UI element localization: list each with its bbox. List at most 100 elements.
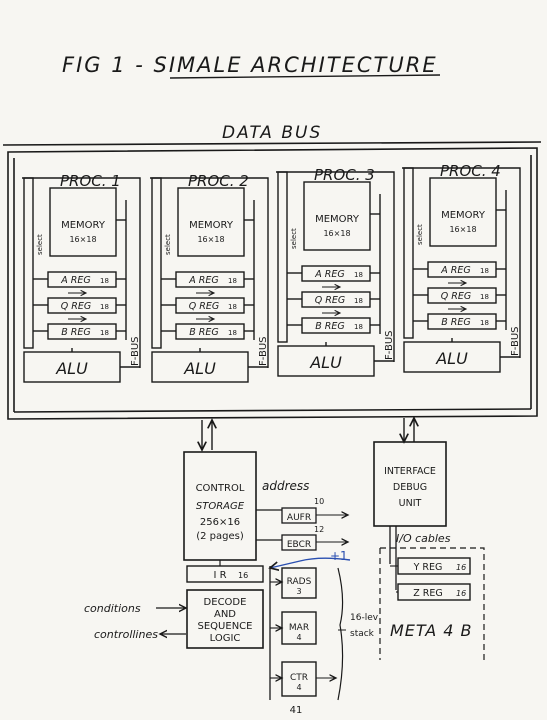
memory-box bbox=[429, 177, 497, 247]
memory-box bbox=[303, 181, 371, 251]
memory-size: 16×18 bbox=[69, 235, 96, 244]
aufr-label: AUFR bbox=[287, 513, 311, 523]
processor-title: PROC. 4 bbox=[440, 162, 501, 180]
alu-label: ALU bbox=[435, 349, 468, 368]
data-bus-label: DATA BUS bbox=[222, 123, 322, 143]
a-reg-bits: 18 bbox=[100, 277, 109, 285]
rads-value: 3 bbox=[296, 587, 301, 596]
b-reg-label: B REG bbox=[61, 327, 91, 338]
control-storage-line1: CONTROL bbox=[196, 483, 245, 494]
mar-value: 4 bbox=[296, 633, 301, 642]
z-reg-label: Z REG bbox=[413, 588, 443, 599]
interface-line1: INTERFACE bbox=[384, 466, 436, 477]
decode-line1: DECODE bbox=[204, 597, 247, 608]
interface-line2: DEBUG bbox=[393, 482, 427, 493]
control-storage-line4: (2 pages) bbox=[196, 531, 244, 542]
processor-4: PROC. 4 select MEMORY 16×18 A REG 18 Q REG 18 B … bbox=[402, 162, 521, 373]
alu-label: ALU bbox=[309, 353, 342, 372]
stack-line2: stack bbox=[350, 629, 375, 639]
q-reg-label: Q REG bbox=[441, 291, 471, 302]
ir-label: I R bbox=[213, 570, 226, 581]
memory-label: MEMORY bbox=[441, 210, 486, 221]
mar-label: MAR bbox=[289, 623, 309, 633]
decode-line2: AND bbox=[214, 609, 236, 620]
q-reg-bits: 18 bbox=[354, 297, 363, 305]
memory-box bbox=[49, 187, 117, 257]
b-reg-bits: 18 bbox=[354, 323, 363, 331]
alu-label: ALU bbox=[183, 359, 216, 378]
z-reg-bits: 16 bbox=[456, 589, 466, 598]
select-label: select bbox=[416, 224, 424, 245]
fbus-label: F-BUS bbox=[510, 326, 521, 356]
meta-4b-region bbox=[379, 547, 485, 660]
meta-4b-label: META 4 B bbox=[390, 621, 473, 640]
stack-brace bbox=[337, 567, 344, 701]
alu-label: ALU bbox=[55, 359, 88, 378]
interface-debug-box bbox=[373, 441, 447, 527]
fbus-label: F-BUS bbox=[384, 330, 395, 360]
figure-title: FIG 1 - SIMALE ARCHITECTURE bbox=[62, 53, 438, 77]
processor-1: PROC. 1 select MEMORY 16×18 A REG 18 Q REG 18 B … bbox=[22, 172, 141, 383]
a-reg-label: A REG bbox=[60, 275, 90, 286]
fbus-label: F-BUS bbox=[258, 336, 269, 366]
memory-box bbox=[177, 187, 245, 257]
control-storage-line3: 256×16 bbox=[200, 517, 240, 528]
conditions-label: conditions bbox=[84, 602, 141, 615]
processor-title: PROC. 1 bbox=[60, 172, 121, 190]
q-reg-bits: 18 bbox=[480, 293, 489, 301]
ctr-value: 4 bbox=[296, 683, 301, 692]
select-bar bbox=[403, 167, 414, 339]
memory-label: MEMORY bbox=[315, 214, 360, 225]
decode-line3: SEQUENCE bbox=[198, 621, 253, 632]
stack-line1: 16-lev bbox=[350, 613, 379, 623]
select-label: select bbox=[164, 234, 172, 255]
y-reg-label: Y REG bbox=[413, 562, 443, 573]
memory-size: 16×18 bbox=[449, 225, 476, 234]
data-bus bbox=[2, 141, 542, 420]
memory-size: 16×18 bbox=[197, 235, 224, 244]
processor-title: PROC. 3 bbox=[314, 166, 375, 184]
aufr-bits: 10 bbox=[314, 497, 324, 506]
a-reg-bits: 18 bbox=[354, 271, 363, 279]
select-bar bbox=[151, 177, 162, 349]
decode-line4: LOGIC bbox=[210, 633, 241, 644]
plus-one-annotation: +1 bbox=[330, 549, 348, 563]
b-reg-label: B REG bbox=[315, 321, 345, 332]
q-reg-label: Q REG bbox=[189, 301, 219, 312]
select-label: select bbox=[36, 234, 44, 255]
y-reg-bits: 16 bbox=[456, 563, 466, 572]
interface-line3: UNIT bbox=[399, 498, 422, 509]
io-cables-label: I/O cables bbox=[396, 532, 451, 545]
q-reg-label: Q REG bbox=[315, 295, 345, 306]
q-reg-label: Q REG bbox=[61, 301, 91, 312]
a-reg-label: A REG bbox=[440, 265, 470, 276]
address-label: address bbox=[262, 479, 309, 493]
ctr-label: CTR bbox=[290, 673, 308, 683]
plus-one-annotation-curve bbox=[270, 557, 351, 568]
b-reg-bits: 18 bbox=[100, 329, 109, 337]
decode-logic-box bbox=[186, 589, 264, 649]
ebcr-bits: 12 bbox=[314, 525, 324, 534]
bus-taps bbox=[202, 418, 414, 450]
b-reg-label: B REG bbox=[441, 317, 471, 328]
memory-label: MEMORY bbox=[61, 220, 106, 231]
ebcr-label: EBCR bbox=[287, 540, 311, 550]
a-reg-label: A REG bbox=[314, 269, 344, 280]
a-reg-bits: 18 bbox=[228, 277, 237, 285]
processor-title: PROC. 2 bbox=[188, 172, 249, 190]
b-reg-bits: 18 bbox=[480, 319, 489, 327]
page-number: 41 bbox=[290, 705, 303, 716]
select-bar bbox=[277, 171, 288, 343]
q-reg-bits: 18 bbox=[228, 303, 237, 311]
fbus-label: F-BUS bbox=[130, 336, 141, 366]
title-underline bbox=[169, 74, 441, 79]
select-label: select bbox=[290, 228, 298, 249]
b-reg-bits: 18 bbox=[228, 329, 237, 337]
ir-register bbox=[186, 565, 264, 583]
b-reg-label: B REG bbox=[189, 327, 219, 338]
control-storage-line2: STORAGE bbox=[196, 501, 245, 512]
a-reg-bits: 18 bbox=[480, 267, 489, 275]
